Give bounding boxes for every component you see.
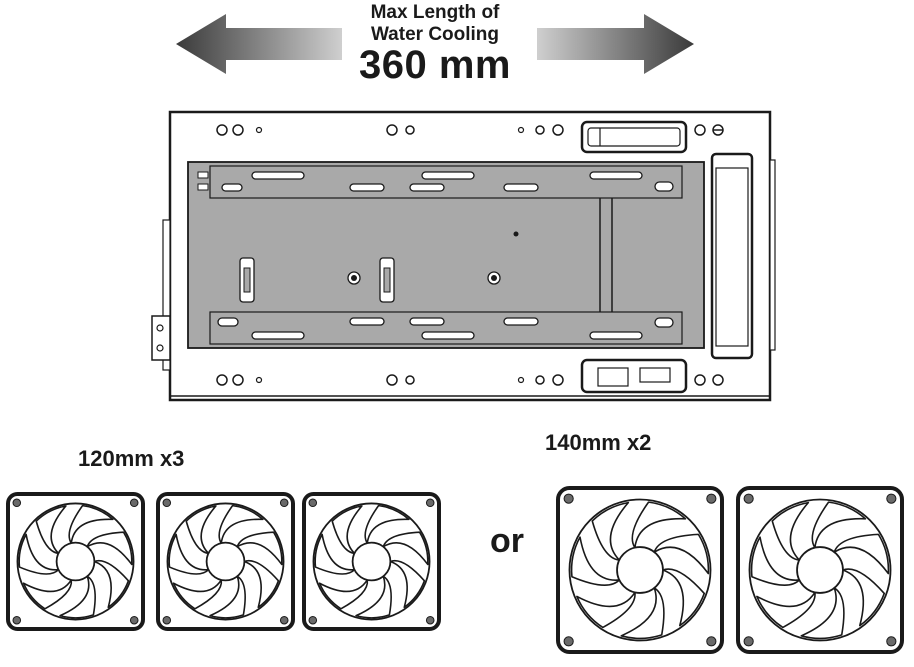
fan-120mm-icon (302, 492, 441, 631)
right-arrow-icon (537, 14, 694, 74)
or-separator: or (490, 522, 524, 560)
fan-140mm-icon (736, 486, 904, 654)
option-120mm-label: 120mm x3 (78, 446, 185, 471)
fan-group (6, 486, 904, 654)
option-140mm-label: 140mm x2 (545, 430, 652, 455)
max-length-value: 360 mm (359, 43, 511, 87)
fan-120mm-icon (6, 492, 145, 631)
header-title-line2: Water Cooling (370, 24, 500, 45)
left-arrow-icon (176, 14, 342, 74)
fan-140mm-icon (556, 486, 724, 654)
case-top-panel (151, 110, 776, 402)
header-title-line1: Max Length of (370, 2, 500, 23)
fan-120mm-icon (156, 492, 295, 631)
